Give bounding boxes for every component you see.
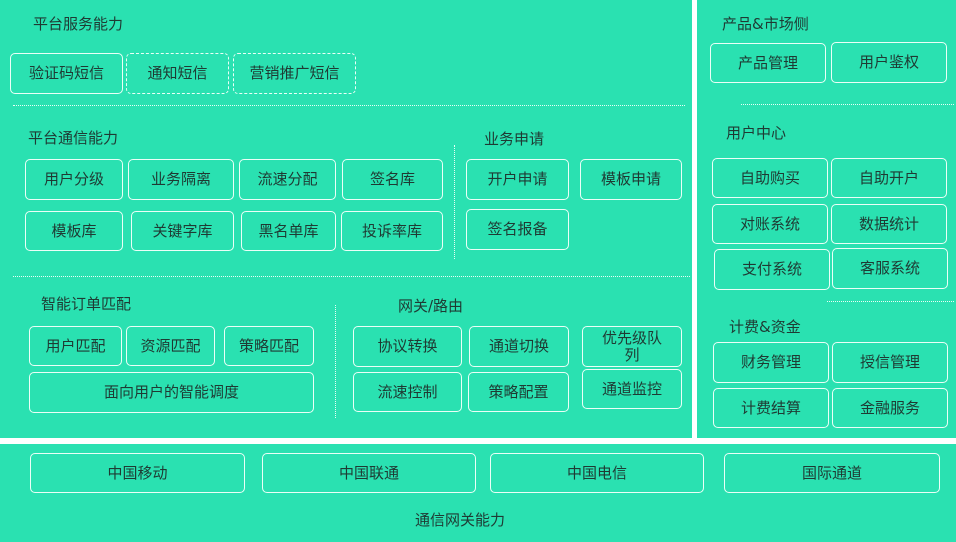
section-divider [741, 104, 954, 105]
user-match-button[interactable]: 用户匹配 [29, 326, 122, 366]
finance-management-button[interactable]: 财务管理 [713, 342, 829, 383]
template-apply-button[interactable]: 模板申请 [580, 159, 682, 200]
comm-gateway-panel [0, 444, 956, 542]
gateway-routing-title: 网关/路由 [398, 297, 464, 315]
payment-system-button[interactable]: 支付系统 [714, 249, 830, 290]
section-divider [13, 276, 690, 277]
section-divider-vertical [335, 305, 336, 418]
priority-queue-button[interactable]: 优先级队列 [582, 326, 682, 367]
notification-sms-button[interactable]: 通知短信 [126, 53, 229, 94]
rate-allocation-button[interactable]: 流速分配 [239, 159, 336, 200]
user-tiering-button[interactable]: 用户分级 [25, 159, 123, 200]
self-account-button[interactable]: 自助开户 [831, 158, 947, 198]
signature-report-button[interactable]: 签名报备 [466, 209, 569, 250]
data-stats-button[interactable]: 数据统计 [831, 204, 947, 244]
signature-library-button[interactable]: 签名库 [342, 159, 443, 200]
customer-service-button[interactable]: 客服系统 [832, 248, 948, 289]
complaint-rate-library-button[interactable]: 投诉率库 [341, 211, 443, 251]
user-center-title: 用户中心 [726, 124, 787, 142]
smart-scheduling-button[interactable]: 面向用户的智能调度 [29, 372, 314, 413]
rate-control-button[interactable]: 流速控制 [353, 372, 462, 412]
section-divider [13, 105, 685, 106]
strategy-match-button[interactable]: 策略匹配 [224, 326, 314, 366]
smart-match-title: 智能订单匹配 [41, 295, 132, 313]
platform-comm-title: 平台通信能力 [28, 129, 119, 147]
billing-title: 计费&资金 [729, 318, 801, 336]
international-channel-button[interactable]: 国际通道 [724, 453, 940, 493]
account-apply-button[interactable]: 开户申请 [466, 159, 569, 200]
comm-gateway-title: 通信网关能力 [415, 511, 506, 529]
verification-sms-button[interactable]: 验证码短信 [10, 53, 123, 94]
reconciliation-button[interactable]: 对账系统 [712, 204, 828, 244]
marketing-sms-button[interactable]: 营销推广短信 [233, 53, 356, 94]
china-unicom-button[interactable]: 中国联通 [262, 453, 476, 493]
side-panel [697, 0, 956, 438]
strategy-config-button[interactable]: 策略配置 [468, 372, 569, 412]
resource-match-button[interactable]: 资源匹配 [126, 326, 215, 366]
financial-services-button[interactable]: 金融服务 [832, 388, 948, 428]
platform-service-title: 平台服务能力 [33, 15, 124, 33]
section-divider-vertical [454, 145, 455, 259]
product-management-button[interactable]: 产品管理 [710, 43, 826, 83]
credit-management-button[interactable]: 授信管理 [832, 342, 948, 383]
user-auth-button[interactable]: 用户鉴权 [831, 42, 947, 83]
keyword-library-button[interactable]: 关键字库 [131, 211, 234, 251]
channel-monitor-button[interactable]: 通道监控 [582, 369, 682, 409]
self-purchase-button[interactable]: 自助购买 [712, 158, 828, 198]
business-apply-title: 业务申请 [484, 130, 545, 148]
market-title: 产品&市场侧 [722, 15, 809, 33]
section-divider [827, 301, 954, 302]
channel-switch-button[interactable]: 通道切换 [469, 326, 569, 367]
blacklist-library-button[interactable]: 黑名单库 [241, 211, 336, 251]
protocol-convert-button[interactable]: 协议转换 [353, 326, 462, 367]
billing-settlement-button[interactable]: 计费结算 [713, 388, 829, 428]
business-isolation-button[interactable]: 业务隔离 [128, 159, 234, 200]
template-library-button[interactable]: 模板库 [25, 211, 123, 251]
china-telecom-button[interactable]: 中国电信 [490, 453, 704, 493]
china-mobile-button[interactable]: 中国移动 [30, 453, 245, 493]
